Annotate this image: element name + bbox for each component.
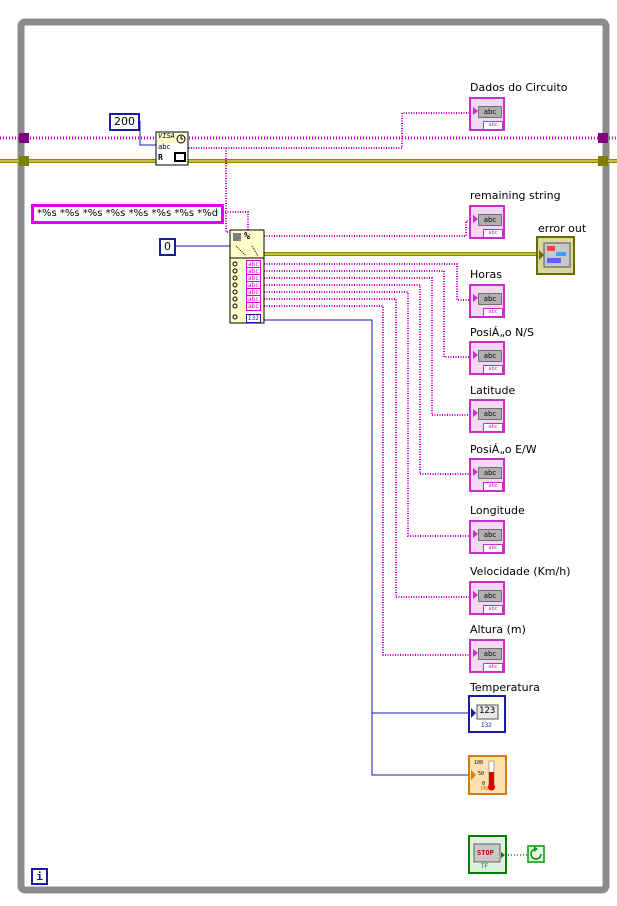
type-tag: abc [483,423,503,432]
thermometer-scale-top: 100 [474,760,484,766]
visa-read-abc: abc [158,143,171,151]
visa-read-title: VISA [158,132,175,140]
stop-button-tag: TF [481,863,489,870]
label-horas: Horas [470,268,502,281]
stop-button-terminal[interactable] [468,835,507,874]
string-display: abc [478,350,502,362]
indicator-longitude[interactable]: abc abc [469,520,505,554]
input-arrow-icon [473,409,478,417]
iteration-terminal[interactable]: i [31,868,48,885]
string-display: abc [478,529,502,541]
remaining-string-wire [264,220,474,237]
label-dados-do-circuito: Dados do Circuito [470,81,568,94]
indicator-velocidade[interactable]: abc abc [469,581,505,615]
visa-read-node[interactable] [155,131,189,166]
string-display: abc [478,293,502,305]
indicator-horas[interactable]: abc abc [469,284,505,318]
label-latitude: Latitude [470,384,516,397]
right-tunnel-visa[interactable] [598,133,608,143]
thermometer-indicator[interactable] [468,755,507,795]
indicator-posicao-ns[interactable]: abc abc [469,341,505,375]
indicator-latitude[interactable]: abc abc [469,399,505,433]
label-temperatura: Temperatura [470,681,540,694]
label-remaining-string: remaining string [470,189,561,202]
label-altura: Altura (m) [470,623,526,636]
byte-count-constant[interactable]: 200 [109,113,140,131]
type-tag: abc [483,605,503,614]
indicator-posicao-ew[interactable]: abc abc [469,458,505,492]
type-tag: abc [483,365,503,374]
temperature-wire [264,319,474,776]
input-arrow-icon [473,351,478,359]
left-tunnel-error[interactable] [19,156,29,166]
offset-constant[interactable]: 0 [159,238,176,256]
type-tag: abc [483,308,503,317]
input-arrow-icon [473,107,478,115]
indicator-dados-do-circuito[interactable]: abc abc [469,97,505,131]
label-error-out: error out [538,222,587,235]
label-velocidade: Velocidade (Km/h) [470,565,571,578]
label-posicao-ew: PosiÁ„o E/W [470,443,537,456]
stop-button-label: STOP [477,849,494,857]
thermometer-scale-mid: 50 [478,771,485,777]
byte-count-wire [139,121,158,146]
string-display: abc [478,408,502,420]
indicator-remaining-string[interactable]: abc abc [469,205,505,239]
type-tag: abc [483,229,503,238]
temperatura-tag: I32 [481,722,492,729]
scan-terminals [232,261,238,320]
input-arrow-icon [473,215,478,223]
string-display: abc [478,590,502,602]
loop-condition-icon[interactable] [527,845,545,863]
temperatura-indicator[interactable] [468,695,506,733]
visa-read-r: R [158,153,163,162]
indicator-altura[interactable]: abc abc [469,639,505,673]
while-loop-frame[interactable] [17,18,610,894]
scan-i32-tag: I32 [246,314,261,323]
input-arrow-icon [473,294,478,302]
string-display: abc [478,467,502,479]
label-longitude: Longitude [470,504,525,517]
thermometer-scale-bottom: 0 [482,781,486,787]
input-arrow-icon [473,468,478,476]
scan-output-tag: abc [246,302,261,311]
type-tag: abc [483,121,503,130]
string-display: abc [478,648,502,660]
temperatura-display: 123 [479,706,496,716]
string-display: abc [478,106,502,118]
type-tag: abc [483,544,503,553]
scan-output-wires [264,263,474,656]
thermometer-tag: DBL [481,786,491,792]
input-arrow-icon [473,530,478,538]
scan-header-symbol: % [244,231,251,242]
input-arrow-icon [473,649,478,657]
format-string-constant[interactable]: *%s *%s *%s *%s *%s *%s *%s *%d [31,204,225,224]
input-arrow-icon [473,591,478,599]
left-tunnel-visa[interactable] [19,133,29,143]
string-display: abc [478,214,502,226]
format-string-wire [205,211,249,232]
type-tag: abc [483,482,503,491]
right-tunnel-error[interactable] [598,156,608,166]
type-tag: abc [483,663,503,672]
error-out-indicator[interactable] [536,236,575,275]
label-posicao-ns: PosiÁ„o N/S [470,326,534,339]
read-buffer-wire [186,112,474,149]
